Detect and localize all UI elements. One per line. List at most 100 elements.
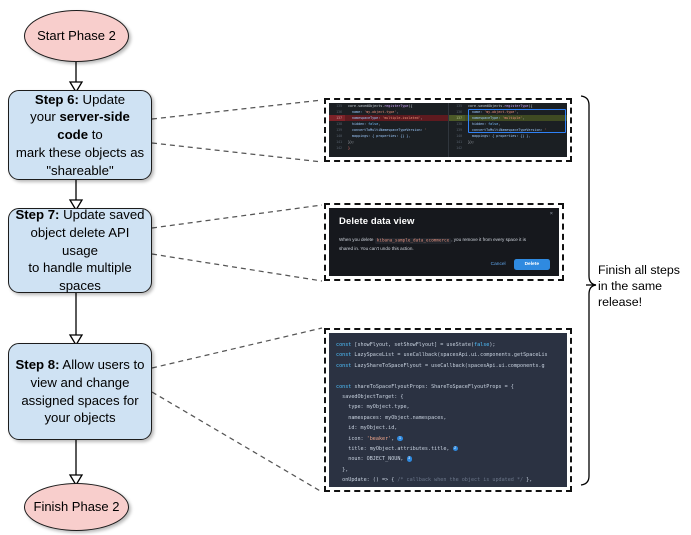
- diff-line: 139 convertToMultiNamespaceTypeVersion: …: [329, 127, 448, 133]
- diff-line: 142}: [329, 145, 448, 151]
- start-terminator[interactable]: Start Phase 2: [24, 10, 129, 62]
- step7-box[interactable]: Step 7: Update saved object delete API u…: [8, 207, 152, 293]
- diff-line-text: }: [345, 145, 448, 151]
- code-token: convertToMultiNamespaceTypeVersion:: [348, 128, 425, 132]
- diff-line-number: 138: [456, 122, 462, 126]
- code-token: /* callback when the object is updated *…: [397, 477, 524, 484]
- code-token: .: [476, 104, 479, 108]
- diff-line-number: 141: [456, 140, 462, 144]
- code-token: onUpdate: () => {: [336, 477, 398, 484]
- code-token: });: [468, 140, 475, 144]
- step7-line2: object delete API usage: [30, 224, 130, 258]
- code-token: ,: [522, 116, 525, 120]
- diff-line: 140 mappings: { properties: {} },: [329, 133, 448, 139]
- code-token: mappings: { properties: {} },: [468, 134, 531, 138]
- code-token: }: [348, 146, 351, 150]
- diff-line-number: 136: [336, 110, 342, 114]
- code-token: ': [544, 128, 547, 132]
- code-token: registerType: [384, 104, 409, 108]
- code-token: 'beaker': [366, 435, 392, 442]
- code-token: .: [356, 104, 359, 108]
- step6-title: Step 6:: [34, 91, 79, 107]
- diff-line: 137 namespaceType: 'multiple-isolated',: [329, 115, 448, 121]
- code-token: },: [523, 477, 533, 484]
- diff-line-text: });: [465, 139, 567, 145]
- diff-line-text: name: 'my-object-type',: [345, 109, 448, 115]
- diff-line-text: core.savedObjects.registerType({: [345, 103, 448, 109]
- code-token: ({: [408, 104, 413, 108]
- step6-box[interactable]: Step 6: Update your server-side code to …: [8, 90, 152, 180]
- code-line: type: myObject.type,: [336, 402, 567, 412]
- code-token: },: [336, 466, 349, 473]
- step8-screenshot-frame: const [showFlyout, setShowFlyout] = useS…: [324, 328, 572, 492]
- diff-line-number: 135: [336, 104, 342, 108]
- code-line: const LazySpaceList = useCallback(spaces…: [336, 350, 567, 360]
- annotation-badge: 1: [397, 435, 403, 441]
- code-token: title: myObject.attributes.title,: [336, 446, 453, 453]
- step6-line4: "shareable": [46, 162, 114, 178]
- callout-step6-bottom: [151, 142, 323, 163]
- finish-terminator[interactable]: Finish Phase 2: [24, 483, 129, 531]
- modal-title: Delete data view: [339, 216, 415, 227]
- code-line: onClose: () => setShowFlyout(false),: [336, 486, 567, 487]
- code-token: .: [502, 104, 505, 108]
- code-token: hidden:: [468, 122, 489, 126]
- code-token: registerType: [504, 104, 529, 108]
- step8-line2: view and change: [30, 374, 130, 390]
- code-token: name:: [348, 110, 365, 114]
- start-label: Start Phase 2: [37, 27, 116, 43]
- diff-line-text: convertToMultiNamespaceTypeVersion: ': [345, 127, 448, 133]
- callout-step7-top: [151, 204, 323, 229]
- diff-line: 141});: [329, 139, 448, 145]
- callout-step8-top: [151, 327, 323, 369]
- cancel-button[interactable]: Cancel: [490, 262, 506, 267]
- code-token: ,: [498, 122, 501, 126]
- code-token: namespaceType:: [348, 116, 383, 120]
- diff-line: 141});: [449, 139, 567, 145]
- code-token: );: [489, 342, 496, 348]
- code-token: core: [468, 104, 477, 108]
- code-token: });: [348, 140, 355, 144]
- code-token: savedObjects: [478, 104, 503, 108]
- diff-line: 138 hidden: false,: [449, 121, 567, 127]
- step6-text3: to: [88, 127, 103, 143]
- diff-line: 136 name: 'my-object-type',: [449, 109, 567, 115]
- diff-line-number: 139: [336, 128, 342, 132]
- code-token: ,: [516, 110, 519, 114]
- diff-line-text: core.savedObjects.registerType({: [465, 103, 567, 109]
- code-token: const: [336, 383, 355, 390]
- release-brace: [580, 95, 597, 486]
- code-token: .: [382, 104, 385, 108]
- code-token: namespaceType:: [468, 116, 503, 120]
- diff-line-text: mappings: { properties: {} },: [345, 133, 448, 139]
- code-token: mappings: { properties: {} },: [348, 134, 411, 138]
- close-icon[interactable]: ×: [549, 211, 553, 217]
- code-token: savedObjectTarget: {: [336, 394, 404, 401]
- step8-title: Step 8:: [15, 357, 60, 373]
- diff-line-text: name: 'my-object-type',: [465, 109, 567, 115]
- diff-line-number: 138: [336, 122, 342, 126]
- callout-step8-bottom: [151, 391, 323, 493]
- modal-body-before: When you delete: [339, 237, 374, 242]
- code-token: 'my-object-type': [364, 110, 397, 114]
- code-token: name:: [468, 110, 485, 114]
- diff-line-text: namespaceType: 'multiple',: [465, 115, 567, 121]
- step7-line1: Update saved: [59, 207, 145, 223]
- delete-button[interactable]: Delete: [513, 259, 550, 270]
- callout-step7-bottom: [151, 253, 323, 282]
- code-token: convertToMultiNamespaceTypeVersion:: [468, 128, 545, 132]
- code-token: const: [336, 362, 355, 369]
- modal-body: When you delete kibana_sample_data_ecomm…: [339, 236, 541, 254]
- code-line: const LazyShareToSpaceFlyout = useCallba…: [336, 361, 567, 371]
- diff-line-number: 140: [336, 134, 342, 138]
- delete-data-view-modal: × Delete data view When you delete kiban…: [329, 208, 559, 276]
- code-line: title: myObject.attributes.title, 2: [336, 444, 567, 454]
- step8-line3: assigned spaces for: [21, 392, 139, 408]
- code-token: ,: [396, 110, 399, 114]
- step8-box[interactable]: Step 8: Allow users to view and change a…: [8, 343, 152, 440]
